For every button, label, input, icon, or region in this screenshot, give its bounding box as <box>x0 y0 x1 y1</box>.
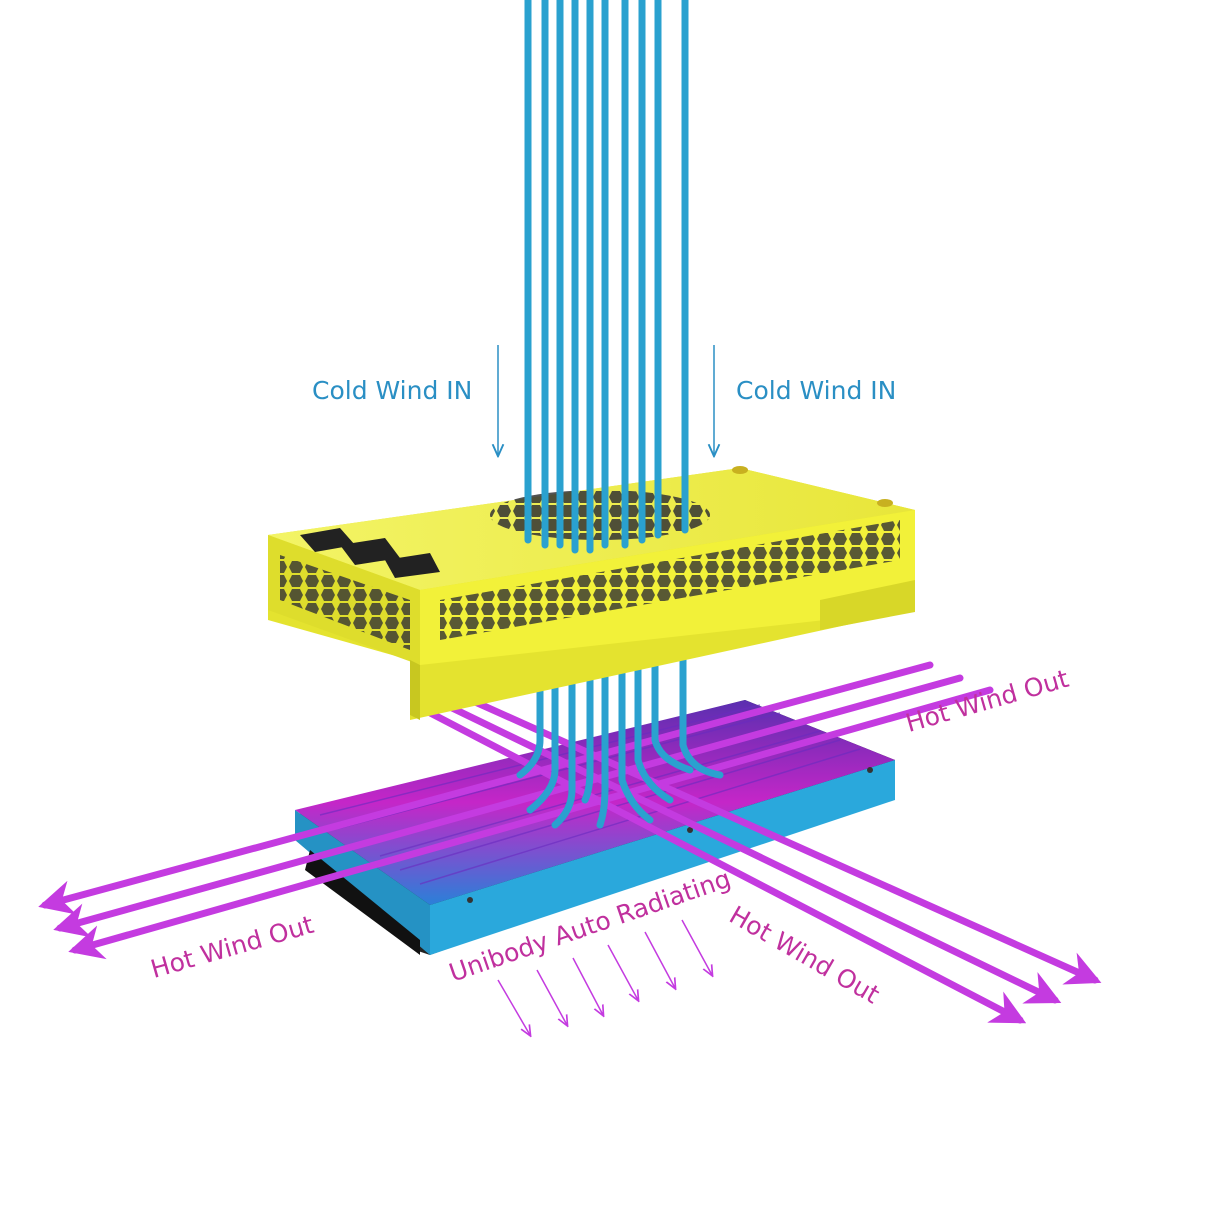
hot-arrow <box>38 661 934 915</box>
cables-lower <box>516 636 724 829</box>
hot-arrow <box>68 686 994 960</box>
cables-upper <box>524 0 689 554</box>
radiating-arrows <box>497 919 712 1035</box>
hot-wind-arrows <box>38 661 1102 1024</box>
hot-arrow <box>53 674 964 938</box>
power-connector <box>300 528 440 578</box>
hot-arrow <box>411 671 1102 985</box>
hot-arrow <box>411 701 1027 1024</box>
hot-arrow <box>411 686 1062 1004</box>
cold-wind-in-label-left: Cold Wind IN <box>312 376 473 405</box>
cold-wind-in-label-right: Cold Wind IN <box>736 376 897 405</box>
